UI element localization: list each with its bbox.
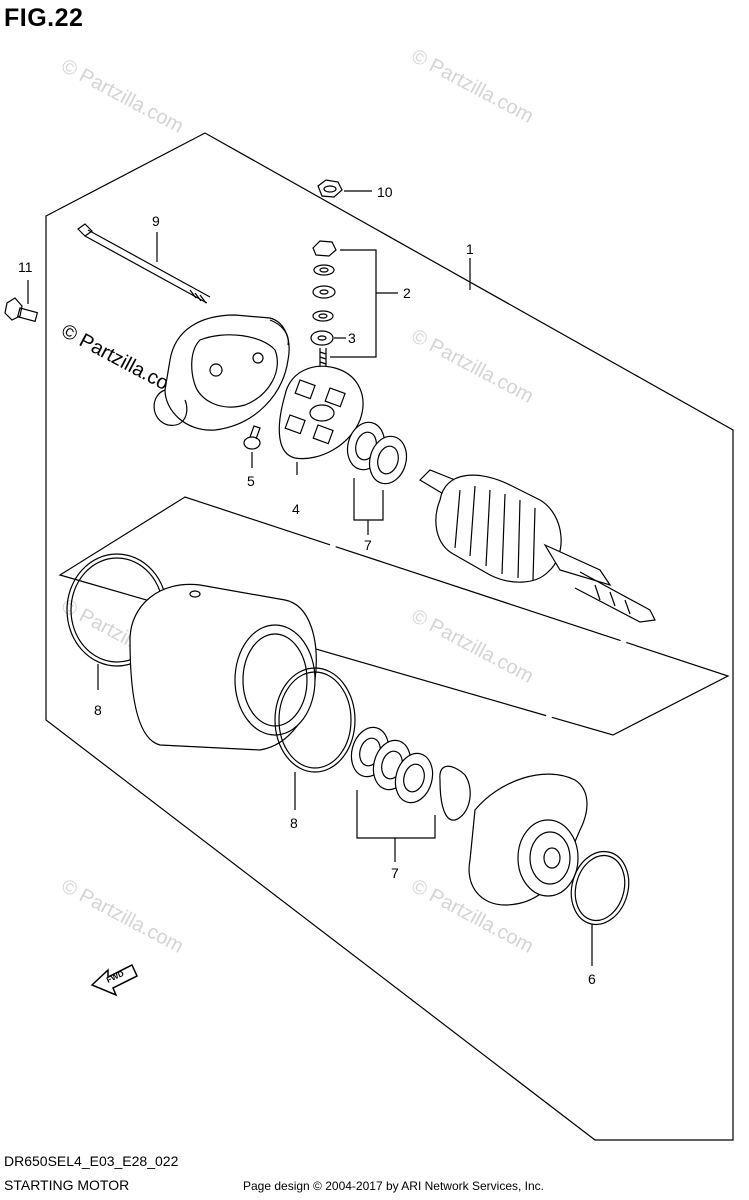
part-armature	[419, 469, 656, 623]
fwd-arrow-icon	[90, 963, 138, 997]
callout-3: 3	[348, 330, 356, 346]
callout-6: 6	[588, 971, 596, 987]
part-nut	[317, 179, 372, 198]
callout-7-lower: 7	[391, 865, 399, 881]
part-washer-set-upper	[346, 421, 408, 535]
callout-9: 9	[152, 213, 160, 229]
exploded-parts-diagram: © Partzilla.com © Partzilla.com © Partzi…	[4, 45, 734, 1141]
part-front-housing	[468, 773, 588, 906]
line-art	[4, 132, 734, 1141]
watermark: © Partzilla.com	[408, 45, 537, 128]
callout-7-upper: 7	[364, 537, 372, 553]
part-rear-cover	[153, 314, 290, 431]
diagram-code: DR650SEL4_E03_E28_022	[4, 1153, 179, 1169]
callout-4: 4	[292, 501, 300, 517]
watermark: © Partzilla.com	[58, 875, 187, 958]
inner-guide	[58, 496, 730, 736]
part-screw	[243, 425, 261, 468]
callout-10: 10	[377, 184, 393, 200]
watermark: © Partzilla.com	[58, 55, 187, 138]
callout-labels: 1 2 3 4 5 6 7 7 8 8 9 10 11	[18, 184, 596, 987]
copyright-notice: Page design © 2004-2017 by ARI Network S…	[243, 1179, 545, 1193]
callout-8-lower: 8	[290, 815, 298, 831]
part-o-ring-front	[570, 850, 630, 966]
watermark: © Partzilla.com	[408, 605, 537, 688]
callout-5: 5	[247, 473, 255, 489]
callout-11: 11	[18, 259, 33, 275]
part-brush-holder	[278, 365, 364, 475]
part-long-bolt	[77, 223, 211, 304]
part-yoke	[129, 583, 317, 751]
part-bolt	[4, 280, 39, 323]
part-washer-set-lower	[350, 726, 471, 862]
part-terminal-kit	[310, 240, 398, 372]
callout-8-upper: 8	[94, 702, 102, 718]
part-o-ring-lower	[274, 667, 356, 810]
callout-2: 2	[403, 285, 411, 301]
section-title: STARTING MOTOR	[4, 1177, 130, 1193]
watermark: © Partzilla.com	[408, 325, 537, 408]
callout-1: 1	[466, 241, 474, 257]
figure-title: FIG.22	[4, 4, 84, 32]
assembly-box	[45, 132, 734, 1141]
